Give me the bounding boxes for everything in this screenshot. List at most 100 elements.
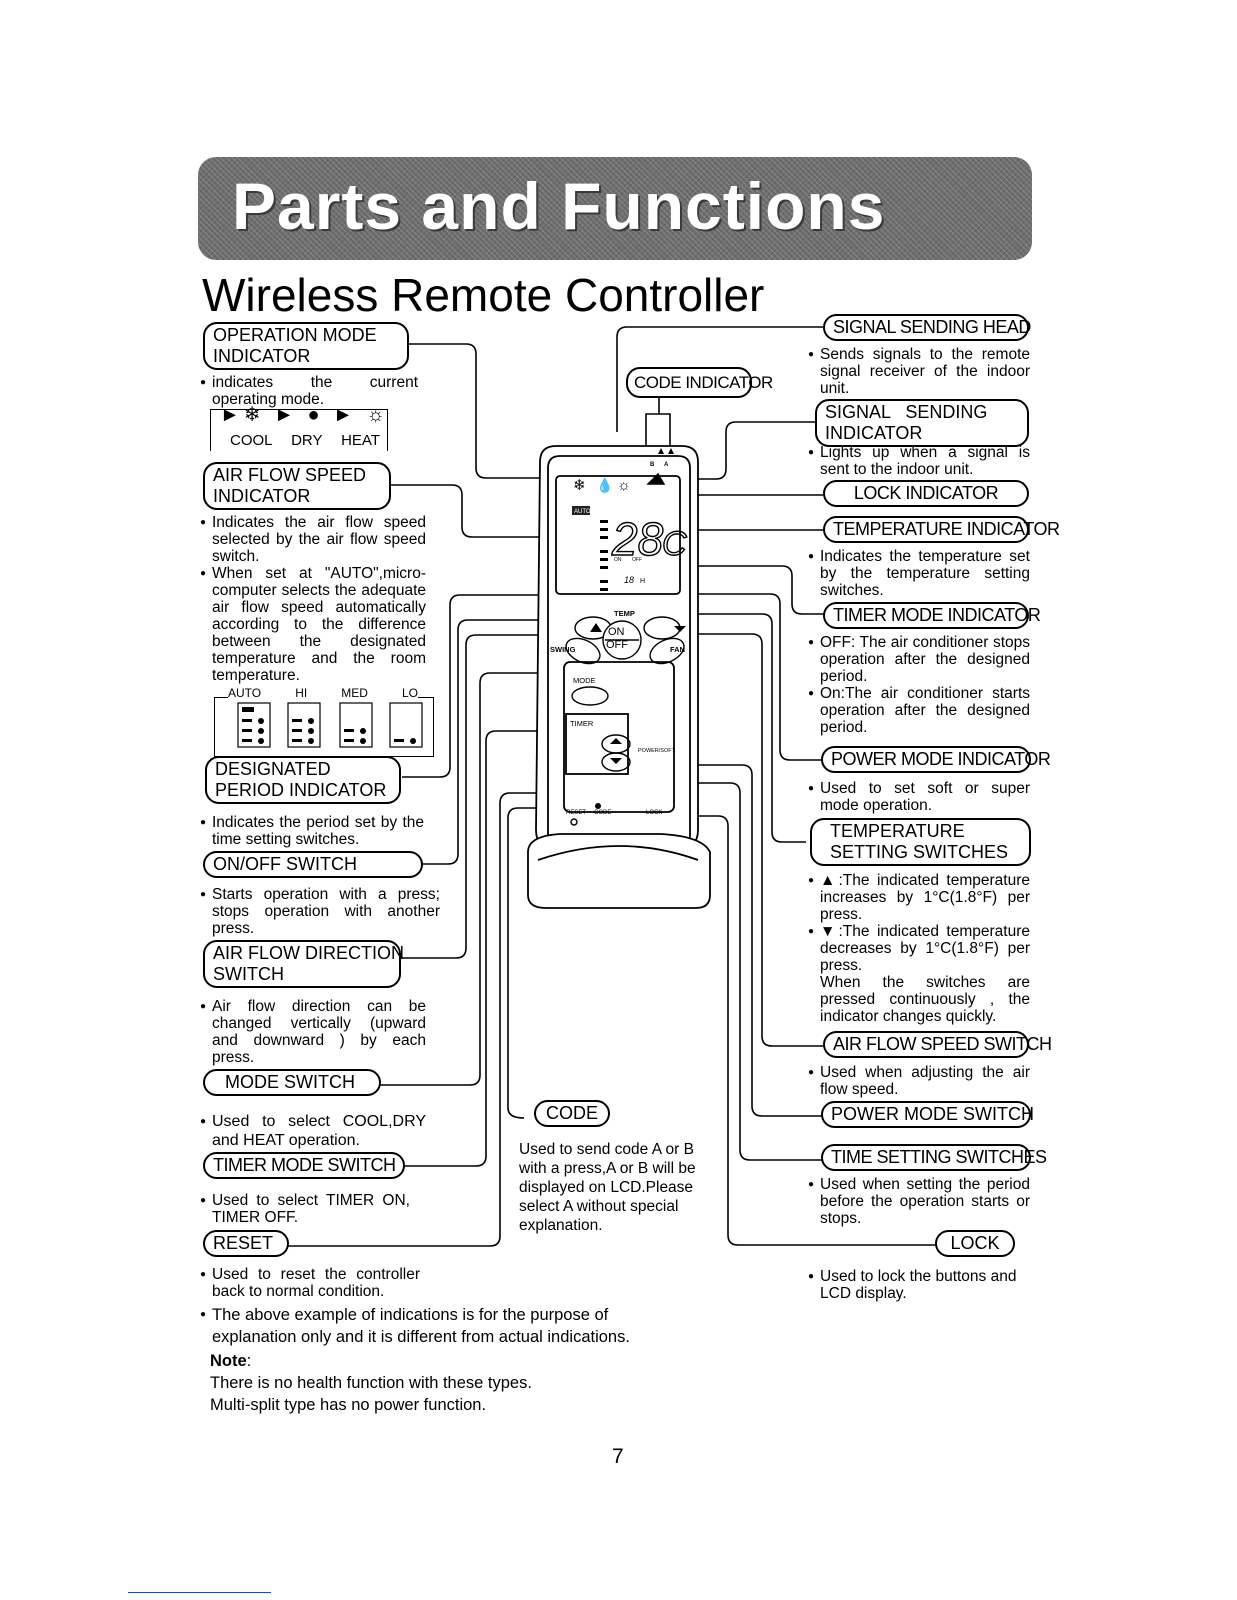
remote-badge-off: OFF [632,557,642,563]
label-code-indicator: CODE INDICATOR [626,367,773,398]
leader-lock [658,815,936,1246]
remote-label-fan: FAN [670,645,685,654]
desc-reset: Used to reset the controller back to nor… [200,1266,420,1300]
desc-air-flow-direction: Air flow direction can be changed vertic… [200,998,426,1066]
desc-signal-head: Sends signals to the remote signal recei… [808,346,1030,397]
label-code: CODE [534,1100,610,1127]
remote-label-mode: MODE [573,676,596,685]
leader-signal-head [616,326,826,432]
leader-time-setting [616,782,822,1161]
dry-icon: 💧 [596,477,613,494]
desc-timer-mode-switch: Used to select TIMER ON, TIMER OFF. [200,1192,410,1226]
leader-op-mode [404,343,560,479]
remote-badge-on: ON [614,557,622,563]
speed-legend-icons [237,702,423,748]
desc-designated-period: Indicates the period set by the time set… [200,814,424,848]
desc-code: Used to send code A or B with a press,A … [519,1141,696,1234]
remote-button-panel [563,661,675,813]
display-celsius: C [662,525,687,563]
remote-display [555,475,681,595]
heat-icon: ☼ [617,477,631,494]
display-timer-unit: H [640,578,645,585]
leader-timer-mode-ind [678,565,826,615]
label-on-off-switch: ON/OFF SWITCH [203,851,423,878]
desc-temperature-setting: ▲:The indicated temperature increases by… [808,872,1030,1025]
timer-panel [565,713,629,775]
cool-icon: ❄ [573,477,586,494]
leader-designated-period [402,594,614,778]
note-block: Note: There is no health function with t… [210,1352,532,1414]
display-temp-digits: 28 [611,513,664,565]
remote-badge-auto: AUTO [574,509,591,515]
label-power-mode-switch: POWER MODE SWITCH [821,1101,1034,1128]
remote-code-b: B [650,462,655,468]
remote-label-lock: LOCK [646,810,662,816]
leader-on-off [418,619,594,865]
title-banner [198,157,1032,260]
remote-label-timer: TIMER [570,719,594,728]
remote-label-swing: SWING [550,645,576,654]
label-power-mode-indicator: POWER MODE INDICATOR [821,746,1051,773]
desc-power-mode-indicator: Used to set soft or super mode operation… [808,780,1030,814]
mode-cycle-icons: ►❄ ► ● ► ☼ [220,404,389,426]
label-mode-switch: MODE SWITCH [203,1069,381,1096]
label-signal-sending-head: SIGNAL SENDING HEAD [823,314,1031,341]
mode-legend [210,409,388,451]
remote-cover [527,833,711,909]
remote-label-power-soft: POWER/SOFT [638,748,676,754]
remote-code-a: A [664,462,669,468]
page-number: 7 [612,1445,624,1468]
desc-timer-mode-indicator: OFF: The air conditioner stops operation… [808,634,1030,736]
note-line-2: Multi-split type has no power function. [210,1396,487,1414]
label-time-setting-switches: TIME SETTING SWITCHES [821,1144,1047,1171]
desc-example-note: The above example of indications is for … [200,1304,660,1348]
desc-time-setting-switches: Used when setting the period before the … [808,1176,1030,1227]
note-line-1: There is no health function with these t… [210,1374,532,1392]
leader-reset [286,792,576,1247]
leader-code [507,807,598,1119]
desc-on-off-switch: Starts operation with a press; stops ope… [200,886,440,937]
desc-temperature-indicator: Indicates the temperature set by the tem… [808,548,1030,599]
label-temperature-indicator: TEMPERATURE INDICATOR [823,516,1060,543]
remote-label-code: CODE [594,810,611,816]
desc-lock: Used to lock the buttons and LCD display… [808,1268,1030,1302]
leader-air-flow-direction [396,634,556,959]
label-reset: RESET [203,1230,289,1257]
desc-operation-mode: indicates the current operating mode. [200,374,418,408]
leader-power-mode-switch [636,764,822,1117]
leader-air-flow-speed-switch [660,633,826,1047]
desc-mode-switch: Used to select COOL,DRY and HEAT operati… [200,1112,426,1150]
leader-air-flow-speed-ind [386,484,576,538]
leader-timer-mode [400,730,578,1167]
triangle-down-icon: ▼ [820,923,839,940]
remote-label-off: OFF [606,639,628,651]
remote-label-reset: RESET [566,810,586,816]
display-timer-digits: 18 [624,575,634,585]
note-title: Note [210,1352,247,1370]
label-lock-indicator: LOCK INDICATOR [823,480,1029,507]
leader-temp-setting [668,613,806,843]
page-title: Parts and Functions [232,169,886,243]
footer-link-underline[interactable] [128,1592,271,1593]
leader-code-indicator [645,398,671,446]
leader-power-mode-ind [654,593,822,761]
label-lock: LOCK [935,1230,1015,1257]
label-timer-mode-indicator: TIMER MODE INDICATOR [823,602,1041,629]
label-timer-mode-switch: TIMER MODE SWITCH [203,1152,405,1179]
signal-icon [646,472,666,485]
triangle-up-icon: ▲ [820,872,839,889]
leader-signal-indicator [658,421,818,480]
section-subtitle: Wireless Remote Controller [202,269,765,321]
remote-label-on: ON [608,626,625,638]
desc-signal-indicator: Lights up when a signal is sent to the i… [808,444,1030,478]
remote-label-temp: TEMP [614,609,635,618]
desc-air-flow-speed-switch: Used when adjusting the air flow speed. [808,1064,1030,1098]
